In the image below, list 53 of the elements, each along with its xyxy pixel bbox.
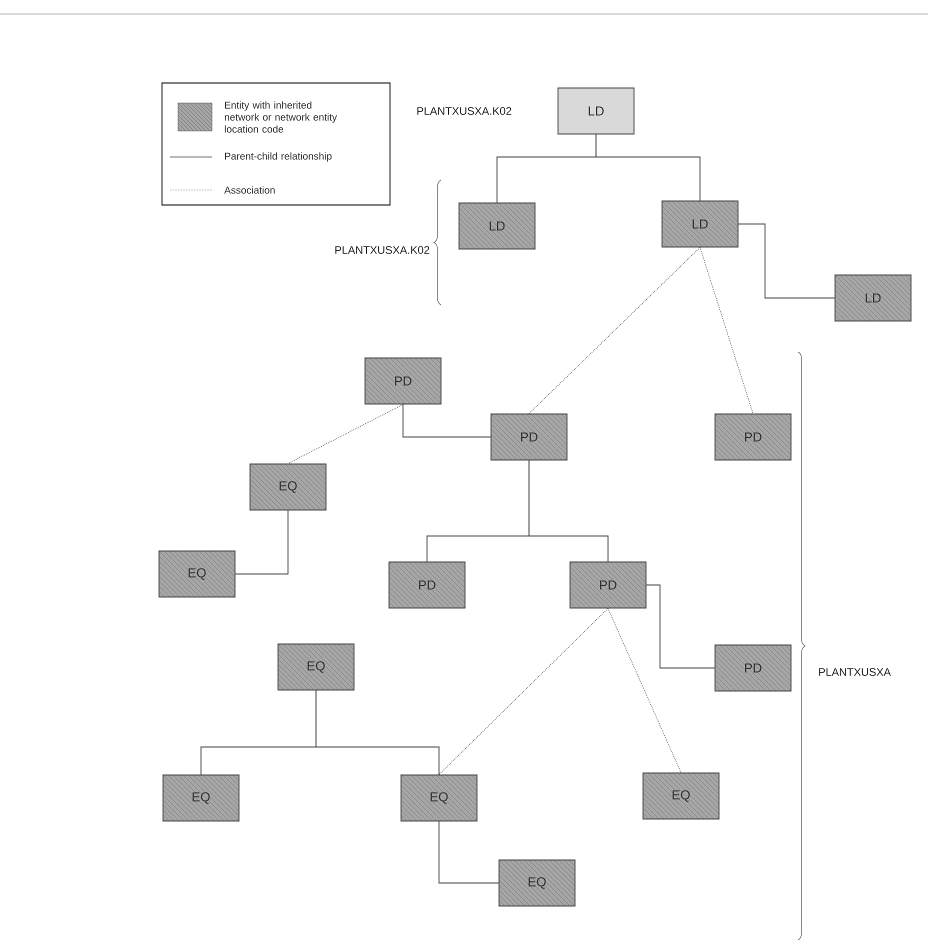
bracket-label: PLANTXUSXA.K02: [335, 246, 430, 254]
hatched-entity-box: [490, 414, 568, 460]
connector-line: [402, 404, 491, 438]
association-line: [438, 608, 608, 775]
hatched-entity-box: [388, 562, 466, 608]
legend-text: Association: [224, 186, 275, 194]
box-label: PD: [600, 580, 616, 590]
hatched-entity-box: [714, 414, 792, 460]
legend-text: Entity with inherited network or network entity location code: [224, 101, 337, 133]
box-label: LD: [866, 294, 881, 302]
connector-line: [738, 224, 835, 298]
box-label: LD: [692, 220, 708, 228]
connector-line: [316, 690, 440, 775]
box-label: EQ: [430, 792, 448, 804]
hatched-entity-box: [662, 200, 738, 248]
box-label: PD: [521, 432, 538, 442]
hatched-entity-box: [834, 274, 912, 322]
box-label: EQ: [188, 568, 206, 580]
box-label: PD: [419, 580, 436, 590]
connector-line: [646, 584, 716, 668]
hatched-entity-box: [498, 860, 576, 906]
hatched-entity-box: [364, 358, 442, 404]
box-label: PD: [745, 432, 762, 442]
entity-box: [558, 88, 634, 134]
box-label: LD: [490, 222, 505, 230]
hatched-entity-box: [458, 202, 536, 250]
connector-line: [438, 821, 499, 884]
association-line: [700, 247, 754, 414]
box-label: PD: [745, 664, 762, 672]
association-line: [608, 608, 682, 773]
box-label: EQ: [672, 790, 690, 802]
hatched-entity-box: [642, 772, 720, 820]
connector-line: [235, 510, 288, 574]
hatched-entity-box: [570, 562, 646, 608]
box-label: LD: [588, 106, 604, 116]
hatched-entity-box: [400, 774, 478, 822]
bracket-label: PLANTXUSXA: [819, 668, 891, 676]
bracket-label: PLANTXUSXA.K02: [417, 107, 512, 115]
hatched-entity-box: [278, 644, 354, 690]
box-label: EQ: [280, 481, 297, 493]
box-label: EQ: [308, 661, 325, 673]
hatched-entity-box: [714, 644, 792, 692]
hatched-entity-box: [158, 550, 236, 598]
connector-line: [596, 134, 700, 201]
box-label: EQ: [192, 792, 210, 804]
box-label: EQ: [528, 877, 546, 889]
hatched-entity-box: [162, 774, 240, 822]
hatched-entity-box: [250, 464, 326, 510]
association-line: [288, 404, 404, 464]
association-line: [528, 247, 700, 414]
box-label: PD: [395, 376, 412, 386]
legend-text: Parent-child relationship: [225, 152, 332, 162]
connector-line: [528, 460, 608, 562]
